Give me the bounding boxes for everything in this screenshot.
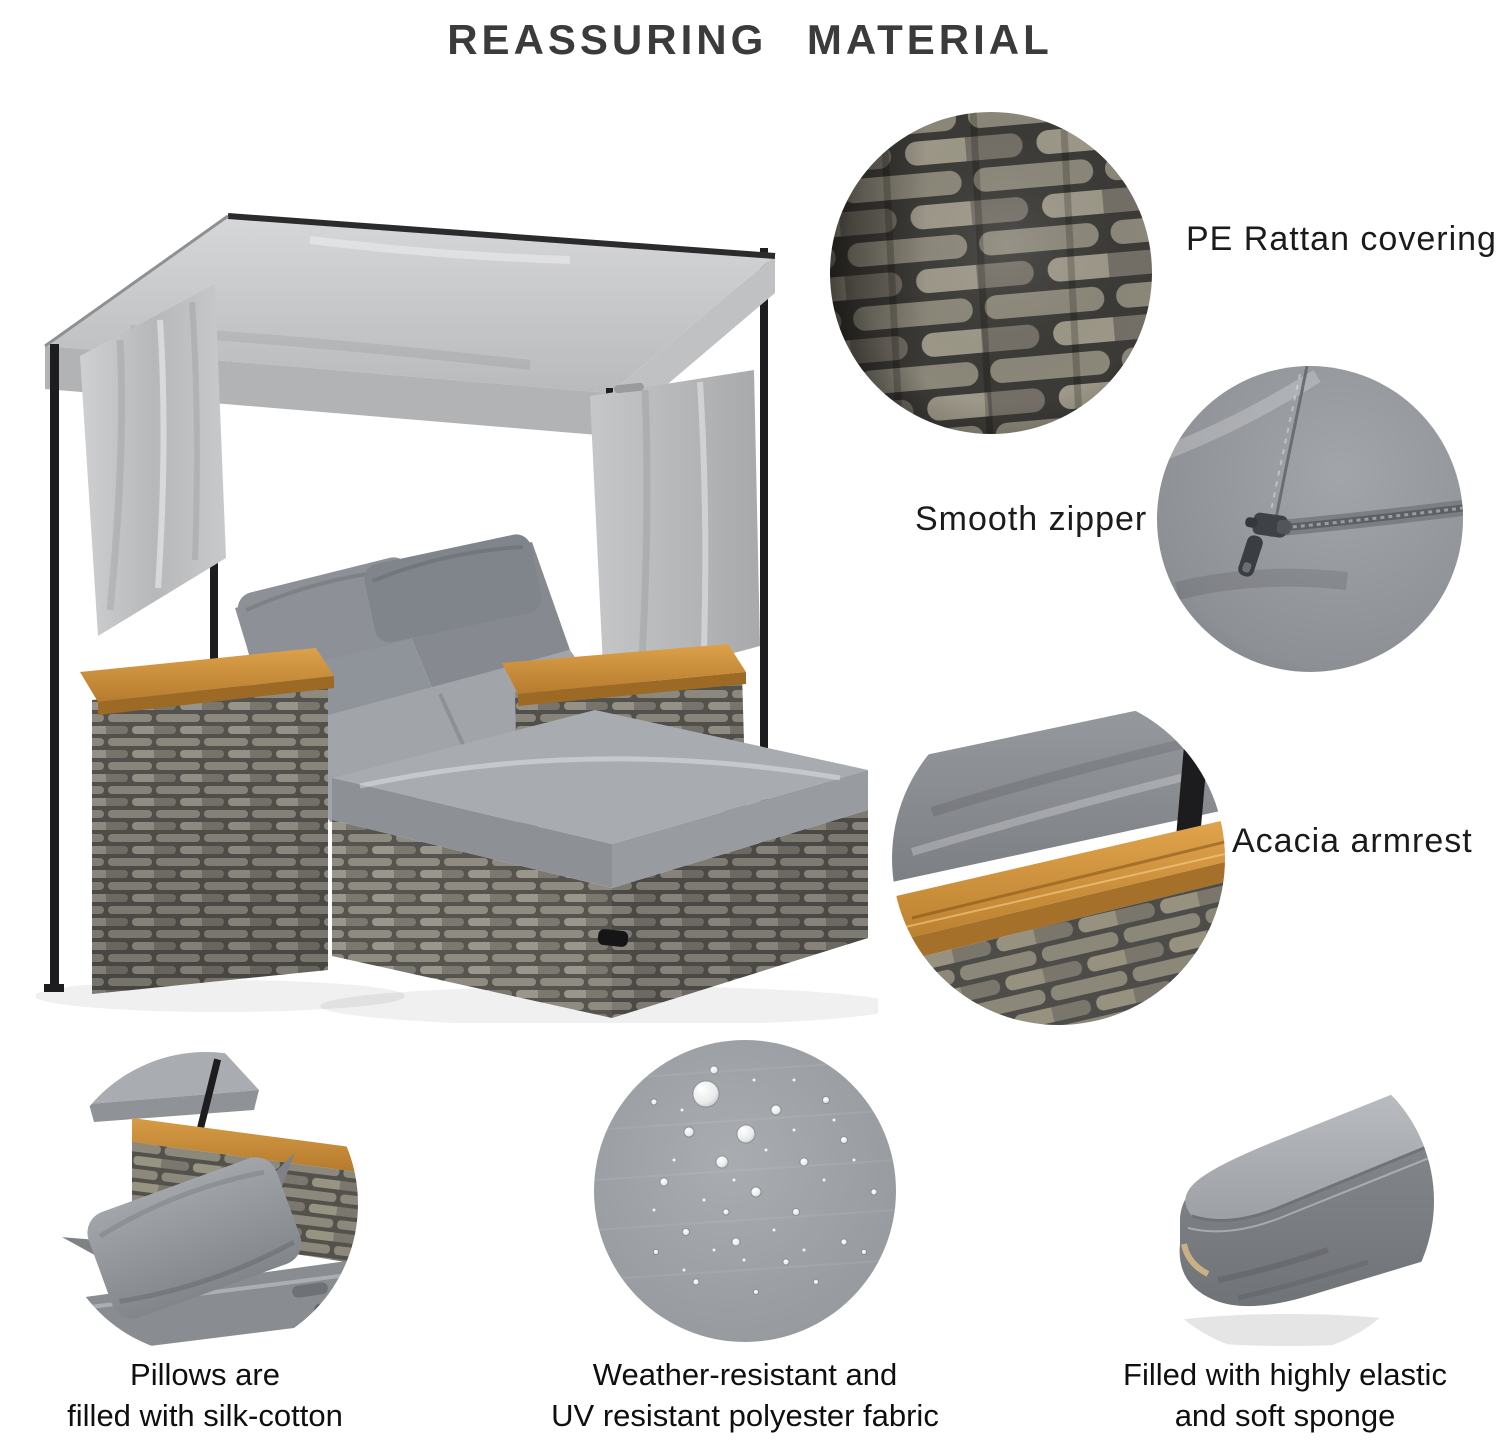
armrest-image	[892, 692, 1225, 1025]
rattan-texture-image	[830, 112, 1152, 434]
caption-sponge: Filled with highly elastic and soft spon…	[1075, 1354, 1495, 1436]
armrest-callout-label: Acacia armrest	[1232, 822, 1473, 860]
zipper-image	[1157, 366, 1463, 672]
rattan-callout-label: PE Rattan covering	[1186, 220, 1497, 258]
caption-fabric: Weather-resistant and UV resistant polye…	[515, 1354, 975, 1436]
sponge-cushion-closeup	[1128, 1048, 1434, 1354]
page-title: REASSURING MATERIAL	[447, 16, 1053, 63]
zipper-slider	[1245, 512, 1292, 538]
daybed-with-canopy-photo	[10, 88, 900, 1026]
pillow-image	[54, 1052, 358, 1356]
pillow-closeup	[54, 1052, 358, 1356]
caption-pillows-line2: filled with silk-cotton	[67, 1398, 343, 1433]
caption-pillows: Pillows are filled with silk-cotton	[35, 1354, 375, 1436]
droplets-image	[594, 1040, 896, 1342]
rattan-weave-closeup	[830, 112, 1152, 434]
droplet-sparkles	[594, 1078, 856, 1272]
zipper-callout-label: Smooth zipper	[915, 500, 1148, 538]
zipper-pull-tab	[1238, 535, 1263, 577]
pillow-shape	[62, 1152, 302, 1319]
caption-sponge-line1: Filled with highly elastic	[1123, 1357, 1447, 1392]
daybed-illustration	[35, 213, 900, 1026]
acacia-armrest-closeup	[892, 692, 1225, 1025]
water-droplets-on-fabric-closeup	[594, 1040, 896, 1342]
caption-fabric-line1: Weather-resistant and	[592, 1357, 898, 1392]
sponge-image	[1128, 1048, 1434, 1354]
zipper-closeup	[1157, 366, 1463, 672]
caption-sponge-line2: and soft sponge	[1174, 1398, 1396, 1433]
caption-fabric-line2: UV resistant polyester fabric	[551, 1398, 939, 1433]
caption-pillows-line1: Pillows are	[130, 1357, 280, 1392]
large-droplets	[650, 1065, 878, 1295]
